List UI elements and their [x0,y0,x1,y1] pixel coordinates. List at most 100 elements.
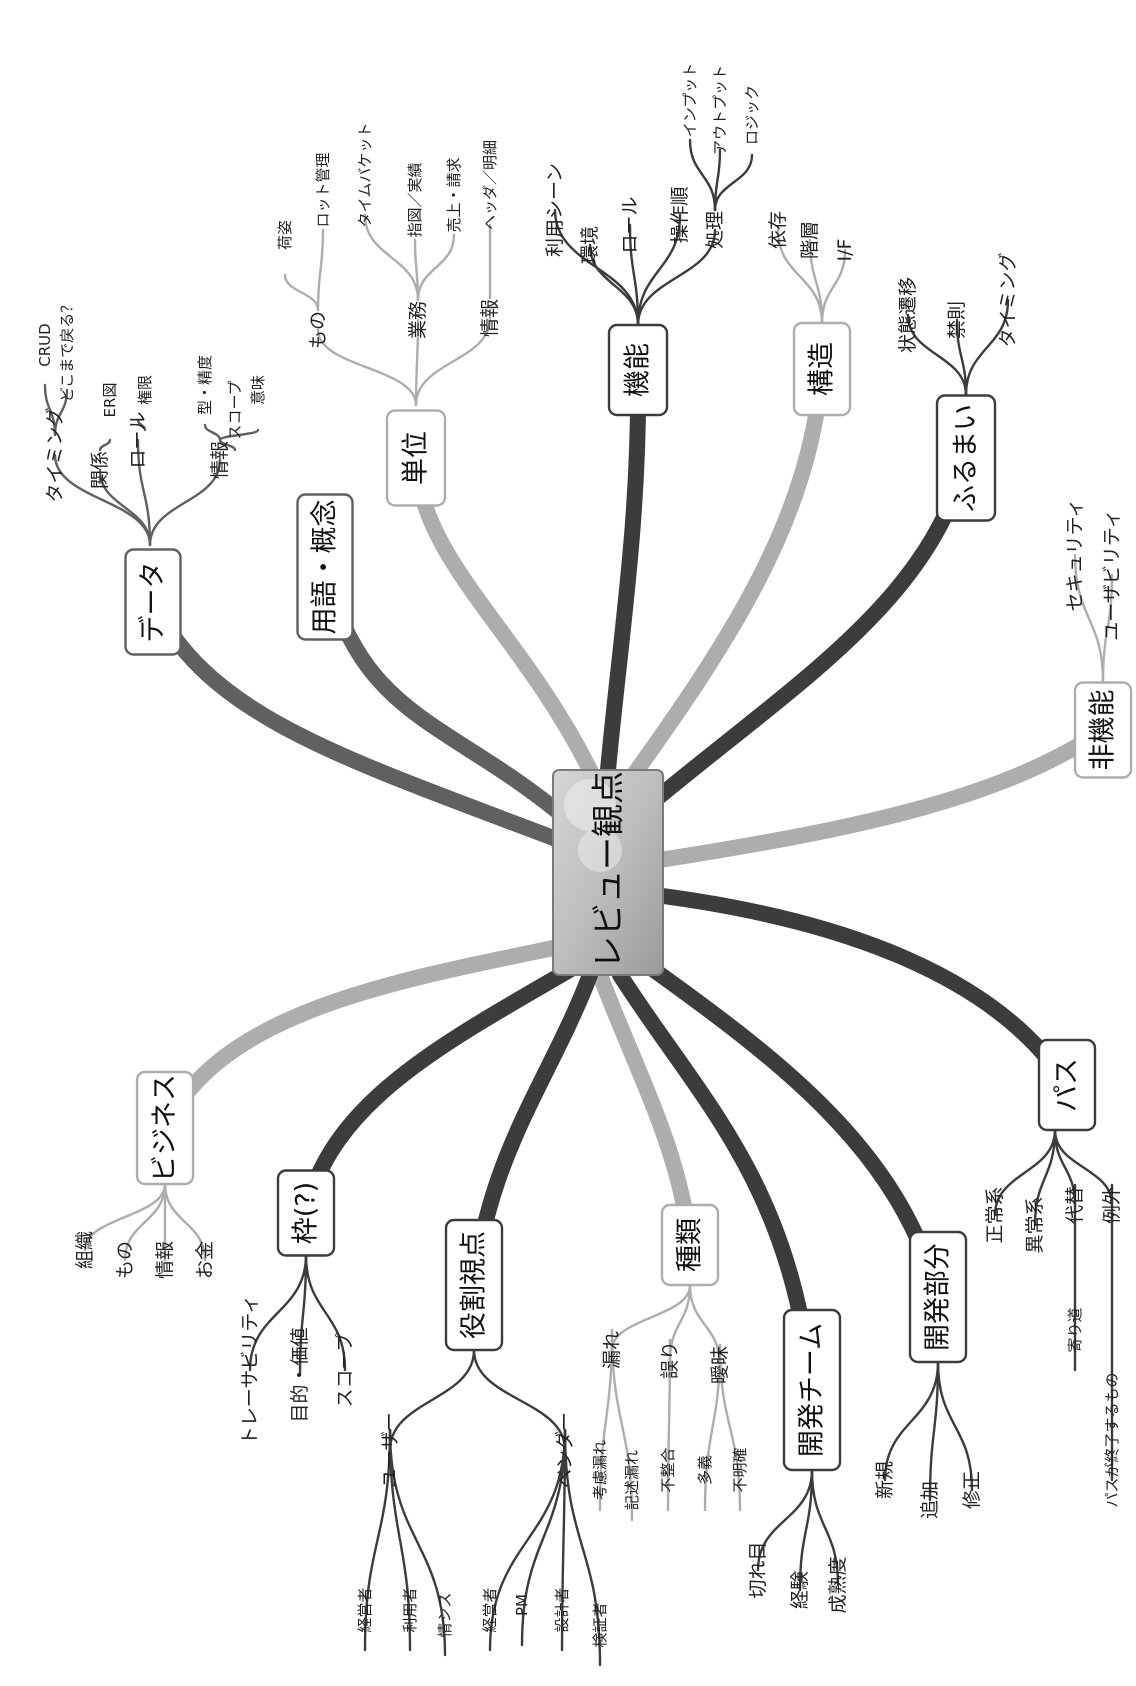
topic-pass: パス [1052,1058,1083,1112]
subleaf-pass: パスが終了するもの [1103,1372,1121,1507]
leaf-kouzou: 階層 [799,221,821,259]
leaf-furumai: タイミング [997,252,1019,347]
leaf-kaihatsuteam: 経験 [789,1571,811,1609]
branch-data [145,594,593,858]
topic-hikinou: 非機能 [1088,690,1119,771]
topic-box-pass [1037,1038,1097,1132]
leaf-hikinou: ユーザビリティ [1101,509,1123,640]
twig [1053,1128,1114,1207]
leaf-furumai: 禁則 [946,301,968,339]
topic-kouzou: 構造 [807,342,838,396]
leaf-shurui: 漏れ [601,1331,623,1369]
twig [993,1128,1057,1217]
leaf-tani: 業務 [407,301,429,339]
subleaf-yakuwari: 検証者 [591,1602,609,1647]
twig [520,1428,567,1647]
twig [610,1283,692,1352]
twig [98,438,112,452]
leaf-kinou: 利用シーン [544,163,566,257]
leaf-kinou: 環境 [579,226,601,264]
branch-business [157,937,576,1136]
subleaf-data: 意味 [249,375,267,405]
leaf-kaihatsuteam: 成熟度 [827,1556,849,1613]
topic-box-kaihatsububun [908,1230,968,1364]
twig [472,1348,567,1452]
twig [756,1468,814,1572]
leaf-shurui: 曖昧 [709,1346,731,1384]
branch-pass [647,887,1075,1093]
topic-box-kinou [607,323,669,417]
topic-kaihatsuteam: 開発チーム [797,1323,828,1457]
leaf-kinou: 操作順 [669,186,691,243]
topic-box-yakuwari [444,1218,504,1352]
leaf-kinou: ロール [619,196,641,253]
leaf-pass: 代替 [1064,1186,1086,1224]
branch-kinou [600,362,647,778]
twig [316,328,418,407]
subleaf-data: どこまで戻る？ [58,298,76,403]
twig [560,1428,567,1652]
subleaf-data: 型・精度 [196,355,214,415]
center-decoration [578,828,622,872]
twig [304,1253,347,1372]
subleaf-yakuwari: 設計者 [553,1587,571,1632]
subleaf-shurui: 考慮漏れ [591,1440,609,1500]
subleaf-shurui: 記述漏れ [623,1450,641,1510]
leaf-waku: トレーサビリティ [239,1295,261,1445]
topic-yougo: 用語・概念 [310,500,341,635]
subleaf-kinou: インプット [681,63,699,138]
branch-kouzou [622,361,830,788]
topic-box-furumai [935,394,997,522]
leaf-business: お金 [194,1241,216,1279]
leaf-hikinou: セキュリティ [1064,499,1086,612]
subleaf-tani: 売上・請求 [445,157,463,232]
twig [316,228,325,312]
center-decoration [564,779,616,831]
subleaf-data: ER図 [101,383,119,418]
twig [1101,573,1114,684]
twig [636,228,717,327]
leaf-kaihatsububun: 修正 [961,1471,983,1509]
twig [820,248,847,325]
twig [363,1428,392,1652]
twig [388,1428,447,1657]
leaf-furumai: 状態遷移 [897,277,919,353]
leaf-data: 関係 [89,451,111,489]
leaf-kinou: 処理 [704,211,726,249]
topic-shurui: 種類 [675,1218,706,1272]
twig [488,1428,567,1652]
twig [636,213,682,327]
subleaf-tani: ロット管理 [314,152,332,227]
topic-box-data [124,548,182,656]
leaf-business: 組織 [74,1231,96,1269]
leaf-business: 情報 [154,1241,176,1279]
branch-furumai [647,450,974,808]
topic-box-shurui [660,1203,720,1287]
subleaf-tani: 荷姿 [276,220,294,250]
twig [83,1182,167,1252]
subleaf-pass: 寄り道 [1066,1307,1084,1352]
topic-box-hikinou [1073,681,1133,779]
twig [416,233,456,302]
twig [363,213,420,302]
twig [1033,1128,1057,1227]
leaf-yakuwari: ユーザー [379,1412,401,1488]
topic-box-tani [385,409,447,507]
topic-box-waku [276,1169,336,1257]
leaf-business: もの [114,1241,136,1279]
leaf-waku: 目的・価値 [289,1327,311,1422]
subleaf-kinou: アウトプット [711,65,729,155]
topic-kaihatsububun: 開発部分 [923,1243,954,1351]
center-topic: レビュー観点 [589,771,628,969]
leaf-kaihatsububun: 追加 [919,1481,941,1519]
twig [906,313,968,397]
twig [936,1360,974,1492]
topic-kinou: 機能 [623,343,654,397]
leaf-pass: 正常系 [984,1186,1006,1243]
subleaf-yakuwari: 経営者 [356,1587,374,1632]
leaf-yakuwari: ベンダー [554,1412,576,1488]
subleaf-tani: ヘッダ／明細 [481,140,499,230]
subleaf-data: CRUD [36,323,54,366]
leaf-shurui: 誤り [659,1341,681,1379]
